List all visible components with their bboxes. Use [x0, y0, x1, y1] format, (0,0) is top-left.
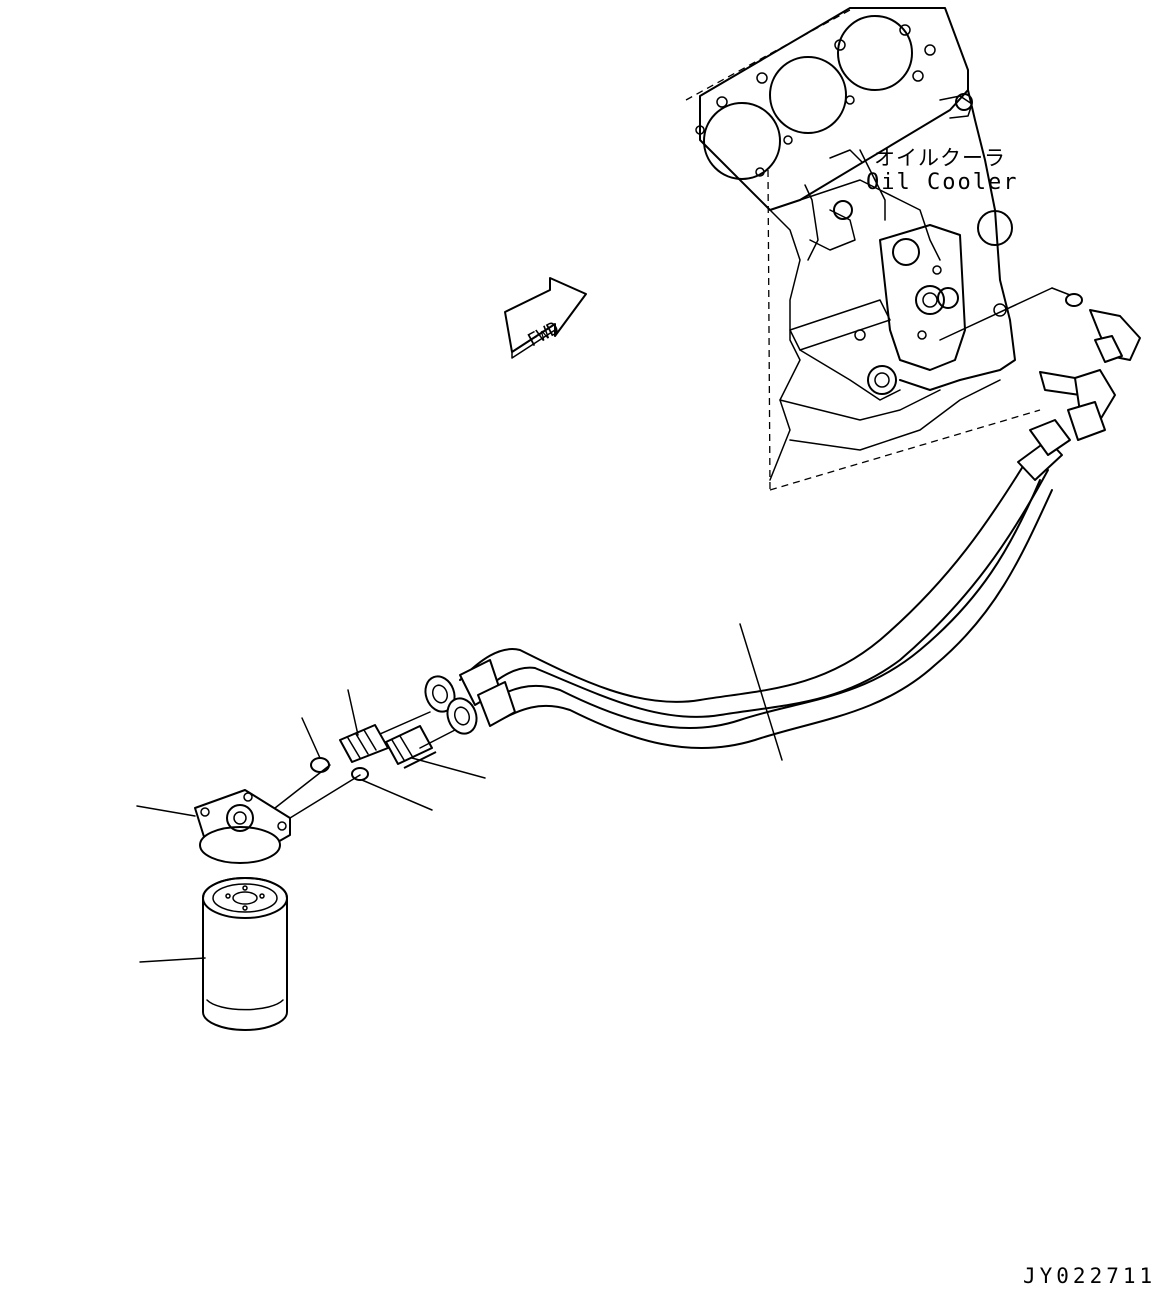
oil-cooler-label-english: Oil Cooler: [866, 170, 1019, 195]
hose-assembly: [424, 419, 1071, 750]
adapter-fittings: [274, 711, 456, 819]
cooler-fittings: [1039, 293, 1141, 441]
filter-head: [194, 789, 291, 864]
fwd-direction-arrow-icon: FWD: [504, 277, 587, 359]
oil-cooler-label-japanese: オイルクーラ: [874, 146, 1006, 170]
engine-block: [685, 7, 1071, 491]
drawing-code: JY022711: [1023, 1264, 1157, 1288]
filter-cartridge: [202, 877, 288, 1031]
leader-lines: [136, 623, 783, 963]
